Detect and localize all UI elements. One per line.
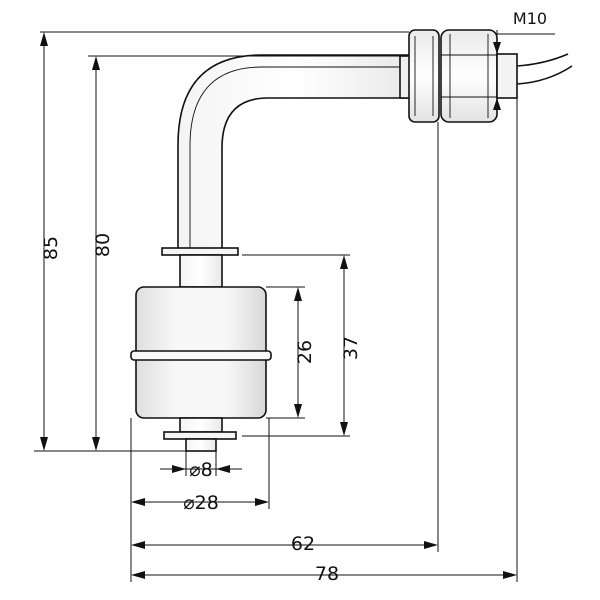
- float-outer-height-label: 37: [340, 336, 362, 360]
- lock-washer: [408, 29, 440, 123]
- overall-width-label: 78: [315, 563, 339, 585]
- stem-diameter-label: ⌀8: [189, 459, 213, 481]
- dimension-lines: [40, 32, 555, 579]
- upper-stem: [179, 254, 223, 288]
- bottom-tip: [185, 438, 217, 452]
- hex-nut: [440, 29, 498, 123]
- lower-stem: [179, 417, 223, 433]
- stem-height-label: 80: [92, 233, 114, 257]
- width-to-nut-label: 62: [291, 533, 315, 555]
- upper-collar: [161, 247, 239, 256]
- float-diameter-label: ⌀28: [183, 492, 219, 514]
- float-inner-height-label: 26: [294, 340, 316, 364]
- bent-tube: [177, 54, 413, 251]
- float-switch-part: [130, 29, 573, 452]
- thread-size-label: M10: [513, 9, 547, 28]
- cable-wire: [516, 53, 569, 67]
- float-band: [130, 350, 272, 361]
- extension-lines: [34, 30, 518, 582]
- tube-highlight: [189, 66, 412, 250]
- cable-wire: [516, 65, 573, 85]
- lower-collar: [163, 431, 237, 440]
- overall-height-label: 85: [40, 236, 62, 260]
- cable-gland: [496, 53, 518, 99]
